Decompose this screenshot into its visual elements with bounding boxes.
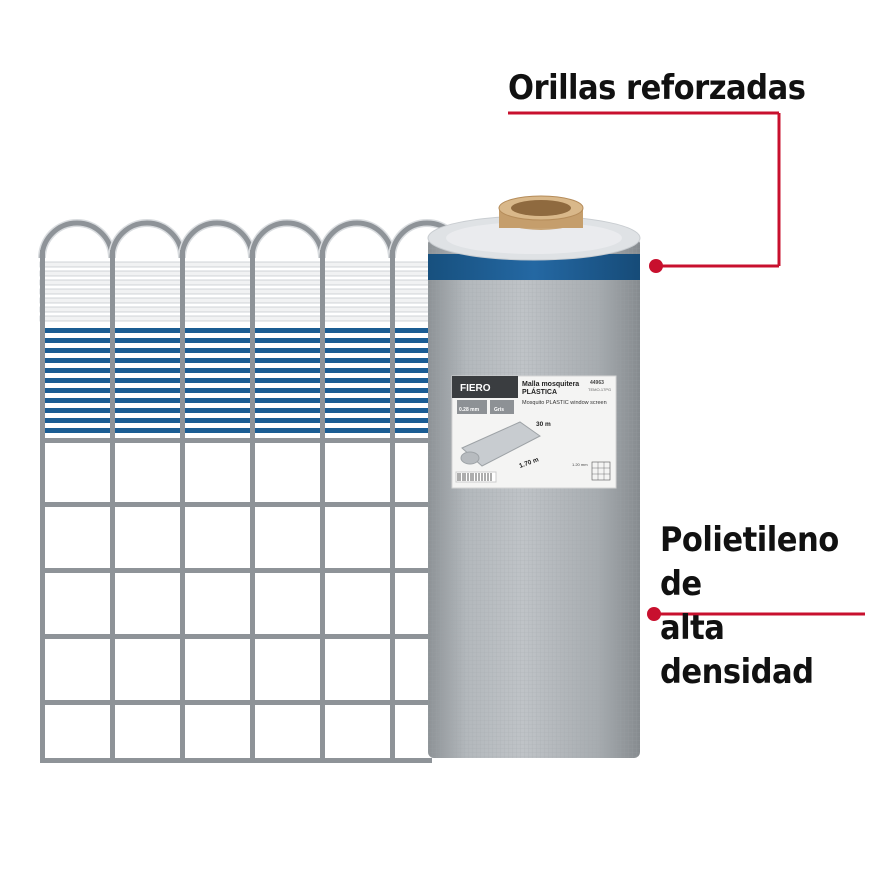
product-label: FIERO Malla mosquitera PLÁSTICA 44963 TE… <box>451 375 617 489</box>
reinforced-thread-white <box>39 279 433 286</box>
reinforced-thread-blue <box>40 418 432 423</box>
callout-reinforced-edges: Orillas reforzadas <box>508 68 806 108</box>
callout-top-line <box>508 111 781 273</box>
edge-loop <box>39 220 115 259</box>
horizontal-wire <box>40 438 432 443</box>
mesh-grid <box>38 219 466 763</box>
reinforced-thread-white <box>39 315 433 322</box>
label-code: 44963 <box>590 380 604 386</box>
label-model: TEMO-17PG <box>588 387 611 392</box>
edge-loop <box>319 220 395 259</box>
edge-loop-shadow <box>108 219 186 259</box>
edge-loop-shadow <box>318 219 396 259</box>
label-brand: FIERO <box>460 383 491 394</box>
callout-bottom-line <box>647 607 865 621</box>
screen-roll: FIERO Malla mosquitera PLÁSTICA 44963 TE… <box>427 195 641 758</box>
horizontal-wire <box>40 634 432 639</box>
label-title-1: Malla mosquitera <box>522 381 579 388</box>
reinforced-thread-blue <box>40 358 432 363</box>
reinforced-thread-blue <box>40 348 432 353</box>
horizontal-wire <box>40 502 432 507</box>
reinforced-thread-white <box>39 297 433 304</box>
reinforced-thread-white <box>39 288 433 295</box>
edge-loop <box>109 220 185 259</box>
edge-loop <box>249 220 325 259</box>
reinforced-thread-blue <box>40 328 432 333</box>
callout-hdpe-line2: alta densidad <box>660 608 814 692</box>
edge-loop-shadow <box>248 219 326 259</box>
label-length: 30 m <box>536 421 551 428</box>
reinforced-thread-blue <box>40 338 432 343</box>
reinforced-thread-blue <box>40 408 432 413</box>
label-title-2: PLÁSTICA <box>522 387 557 396</box>
reinforced-thread-white <box>39 270 433 277</box>
reinforced-thread-white <box>39 306 433 313</box>
label-color: Gris <box>494 407 504 413</box>
reinforced-thread-blue <box>40 378 432 383</box>
edge-loop <box>179 220 255 259</box>
horizontal-wire <box>40 758 432 763</box>
reinforced-thread-blue <box>40 388 432 393</box>
label-subtitle: Mosquito PLASTIC window screen <box>522 400 607 406</box>
horizontal-wire <box>40 568 432 573</box>
label-mesh: 1.20 mm <box>572 462 588 467</box>
label-thickness: 0.28 mm <box>459 407 480 413</box>
edge-loop-shadow <box>38 219 116 259</box>
reinforced-thread-blue <box>40 398 432 403</box>
edge-loop-shadow <box>178 219 256 259</box>
callout-bottom-dot <box>647 607 661 621</box>
reinforced-thread-blue <box>40 428 432 433</box>
reinforced-thread-blue <box>40 368 432 373</box>
horizontal-wire <box>40 700 432 705</box>
roll-mesh-texture <box>428 238 640 758</box>
callout-hdpe-line1: Polietileno de <box>660 520 839 604</box>
callout-hdpe: Polietileno de alta densidad <box>660 518 885 694</box>
callout-top-dot <box>649 259 663 273</box>
reinforced-thread-white <box>39 261 433 268</box>
